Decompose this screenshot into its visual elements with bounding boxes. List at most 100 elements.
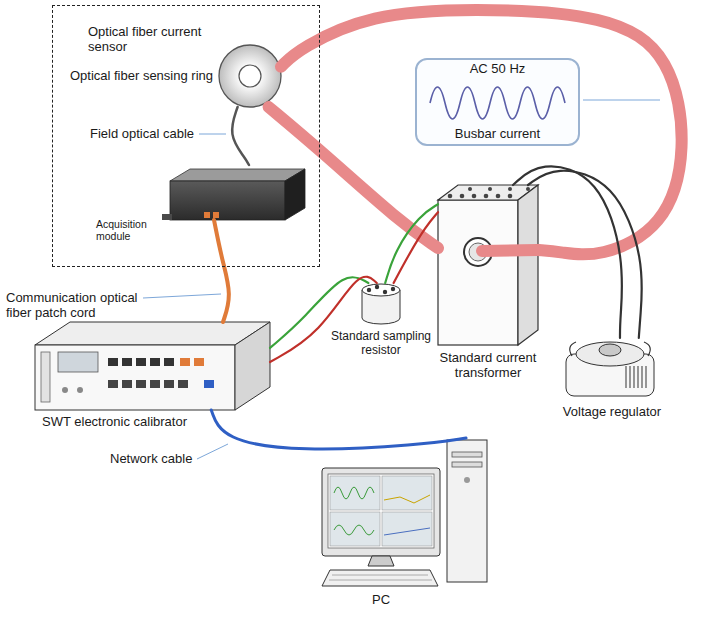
- part-label: Optical fiber sensing ring: [70, 68, 213, 83]
- plot-pane: [382, 476, 432, 510]
- module-top: [170, 169, 305, 181]
- signal-label: AC 50 Hz: [470, 61, 526, 76]
- regulator-dial: [576, 342, 644, 366]
- ring-body: [219, 45, 281, 107]
- label-anchor: Busbar current: [417, 126, 578, 141]
- module-side: [285, 169, 305, 220]
- acquisition-module: Acquisition module: [165, 165, 305, 220]
- sensing-ring: Optical fiber sensing ring: [219, 45, 281, 107]
- power-wire: [528, 171, 642, 338]
- pc-tower: [447, 440, 487, 582]
- sampling-resistor: Standard sampling resistor: [360, 283, 402, 325]
- terminal: [367, 288, 371, 292]
- signal-wire: [385, 204, 438, 283]
- sine-wave: [430, 87, 565, 119]
- terminal: [460, 194, 465, 199]
- monitor-stand: [368, 556, 394, 566]
- terminal: [375, 285, 379, 289]
- label-anchor: Standard current transformer: [433, 350, 543, 381]
- terminal: [508, 194, 513, 199]
- part-label: Standard sampling resistor: [327, 329, 435, 357]
- terminal: [488, 187, 492, 191]
- ring-hole: [239, 65, 261, 87]
- plot-pane: [330, 512, 380, 546]
- terminal: [391, 287, 395, 291]
- plot-pane: [382, 512, 432, 546]
- port: [108, 358, 118, 366]
- leader-line: [583, 100, 660, 101]
- transformer-front: [438, 200, 518, 345]
- terminal: [383, 290, 387, 294]
- port: [108, 380, 118, 388]
- field-optical-cable: [232, 107, 249, 165]
- personal-computer: PC: [315, 438, 490, 588]
- plot-trace: [384, 495, 430, 503]
- calibrator-front: [35, 345, 235, 410]
- transformer-side: [518, 185, 538, 345]
- label-anchor: Optical fiber current sensor: [88, 24, 216, 55]
- current-transformer: Standard current transformer: [438, 185, 538, 345]
- fiber-plug: [194, 358, 204, 366]
- port: [164, 380, 174, 388]
- terminal: [468, 187, 472, 191]
- fiber-port: [213, 212, 219, 218]
- port: [150, 358, 160, 366]
- fiber-patch-cord: [214, 220, 229, 322]
- part-label: SWT electronic calibrator: [42, 414, 187, 429]
- fiber-plug: [180, 358, 190, 366]
- keyboard: [322, 570, 438, 586]
- label-anchor: Communication optical fiber patch cord: [6, 290, 156, 321]
- port: [178, 380, 188, 388]
- terminal: [472, 194, 477, 199]
- calibrator-button: [77, 387, 83, 393]
- power-wire: [513, 166, 622, 338]
- monitor: [322, 468, 440, 556]
- port: [122, 358, 132, 366]
- port: [150, 380, 160, 388]
- calibrator-top: [35, 322, 270, 345]
- drive-slot: [452, 452, 482, 457]
- label-anchor: SWT electronic calibrator: [42, 414, 212, 429]
- label-anchor: Voltage regulator: [557, 404, 667, 419]
- monitor-screen: [328, 474, 434, 548]
- port: [164, 358, 174, 366]
- terminal: [526, 187, 530, 191]
- module-tab: [162, 214, 172, 220]
- port: [136, 380, 146, 388]
- power-button: [464, 477, 470, 483]
- keyboard-rows: [329, 575, 432, 580]
- plot-trace: [334, 487, 374, 499]
- leader-line: [197, 444, 228, 459]
- label-anchor: Standard sampling resistor: [327, 329, 435, 357]
- panel-ground: [415, 58, 580, 146]
- terminal: [508, 187, 512, 191]
- module-front: [170, 181, 285, 220]
- cable-label: Network cable: [110, 451, 192, 466]
- terminal: [448, 194, 453, 199]
- terminal: [484, 194, 489, 199]
- terminal: [496, 194, 501, 199]
- label-anchor: Acquisition module: [96, 218, 162, 243]
- busbar: [281, 10, 682, 254]
- port: [122, 380, 132, 388]
- leader-line: [199, 134, 226, 135]
- label-anchor: AC 50 Hz: [417, 61, 578, 76]
- part-label: Optical fiber current sensor: [88, 24, 216, 55]
- port: [136, 358, 146, 366]
- signal-wire: [270, 277, 377, 362]
- label-anchor: PC: [351, 592, 411, 607]
- busbar-through: [482, 250, 538, 251]
- plot-pane: [330, 476, 380, 510]
- connector-group: [211, 10, 681, 449]
- part-label: Standard current transformer: [433, 350, 543, 381]
- ac-source-box: AC 50 Hz Busbar current: [415, 58, 580, 146]
- calibrator-side: [235, 322, 270, 410]
- resistor-top: [362, 284, 400, 296]
- plot-trace: [384, 528, 430, 535]
- network-port: [204, 380, 214, 388]
- signal-label: Busbar current: [455, 126, 540, 141]
